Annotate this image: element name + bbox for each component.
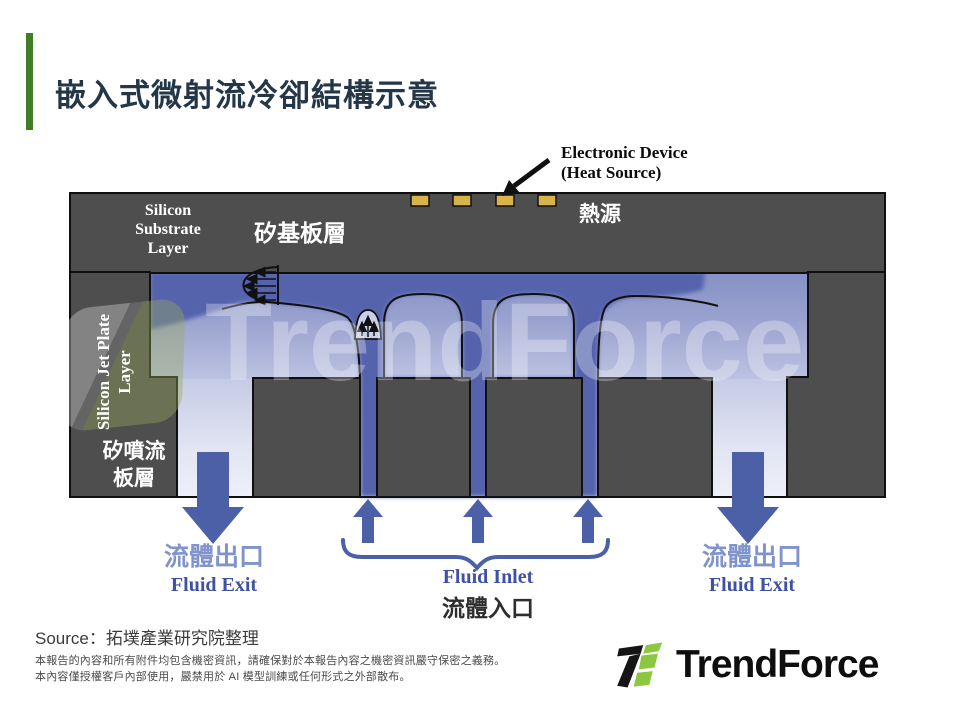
page-title: 嵌入式微射流冷卻結構示意 <box>55 78 439 113</box>
substrate-en-line1: Silicon <box>144 202 192 219</box>
silicon-substrate-block <box>69 192 886 274</box>
fluid-inlet-arrows <box>353 499 603 543</box>
electronic-device-label: Electronic Device (Heat Source) <box>561 143 688 182</box>
pillar <box>376 377 471 498</box>
substrate-en-line3: Layer <box>147 240 189 257</box>
jet-plate-en-label: Silicon Jet Plate Layer <box>36 291 192 453</box>
fluid-inlet-label: Fluid Inlet 流體入口 <box>400 566 576 623</box>
substrate-en-line2: Substrate <box>135 221 201 238</box>
trendforce-logo-text: TrendForce <box>676 643 879 686</box>
substrate-en-label: Silicon Substrate Layer <box>98 201 238 258</box>
heat-chip <box>495 194 515 207</box>
disclaimer-line1: 本報告的內容和所有附件均包含機密資訊，請確保對於本報告內容之機密資訊嚴守保密之義… <box>35 655 506 667</box>
fluid-inlet-en: Fluid Inlet <box>442 566 534 588</box>
jet-plate-pillars <box>252 377 713 498</box>
heat-chip <box>537 194 557 207</box>
fluid-exit-label-left: 流體出口 Fluid Exit <box>137 537 291 597</box>
source-line: Source：拓墣產業研究院整理 <box>35 629 259 648</box>
fluid-exit-en: Fluid Exit <box>170 574 258 596</box>
inlet-brace <box>341 538 610 572</box>
electronic-device-label-line1: Electronic Device <box>561 143 688 162</box>
velocity-profile-jet <box>354 309 382 340</box>
fluid-exit-arrow-right <box>717 452 779 544</box>
disclaimer-line2: 本內容僅授權客戶內部使用，嚴禁用於 AI 模型訓練或任何形式之外部散布。 <box>35 671 411 683</box>
substrate-zh-label: 矽基板層 <box>254 220 346 246</box>
pillar <box>597 377 713 498</box>
fluid-inlet-zh: 流體入口 <box>442 595 534 621</box>
jet-plate-en-line1: Silicon Jet Plate <box>94 313 113 431</box>
jet-plate-en-line2: Layer <box>115 350 134 394</box>
pillar <box>485 377 583 498</box>
jet-plate-zh-line1: 矽噴流 <box>102 440 166 463</box>
heat-chip <box>452 194 472 207</box>
fluid-exit-zh: 流體出口 <box>701 543 802 571</box>
velocity-profile-horizontal <box>242 265 279 306</box>
jet-plate-zh-line2: 板層 <box>113 467 155 490</box>
fluid-exit-arrow-left <box>182 452 244 544</box>
electronic-device-label-line2: (Heat Source) <box>561 162 662 182</box>
trendforce-logo-icon <box>617 642 663 688</box>
trendforce-logo: TrendForce <box>612 640 879 690</box>
heat-source-chips <box>410 194 557 207</box>
title-accent-bar <box>26 33 33 130</box>
fluid-exit-label-right: 流體出口 Fluid Exit <box>675 537 829 597</box>
fluid-exit-en: Fluid Exit <box>708 574 796 596</box>
pillar <box>252 377 361 498</box>
heat-chip <box>410 194 430 207</box>
jet-plate-zh-label: 矽噴流 板層 <box>88 438 180 492</box>
device-pointer-arrow <box>502 157 551 196</box>
fluid-exit-zh: 流體出口 <box>163 543 264 571</box>
heat-source-zh-label: 熱源 <box>579 203 621 226</box>
